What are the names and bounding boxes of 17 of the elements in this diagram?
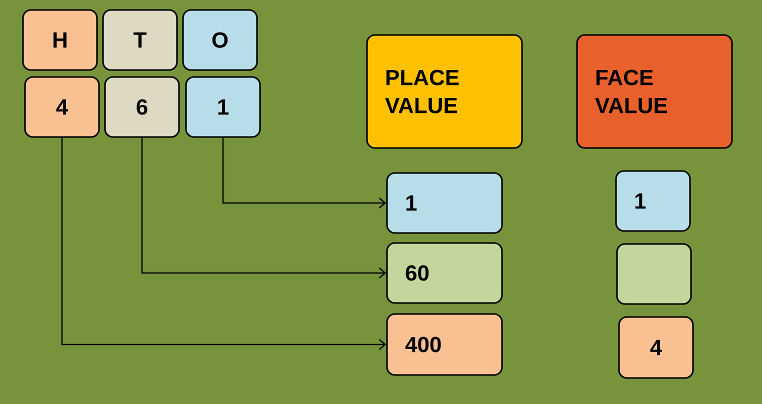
value-box: 400 xyxy=(386,313,503,376)
heading-box: FACE VALUE xyxy=(576,34,733,149)
value-box: 60 xyxy=(386,242,503,304)
connector-arrow xyxy=(61,138,386,350)
value-box: 4 xyxy=(618,316,694,379)
value-box: 1 xyxy=(386,172,503,234)
connector-arrow xyxy=(141,138,386,278)
connector-arrow xyxy=(222,138,386,208)
digit-box: 6 xyxy=(104,76,180,138)
heading-box: PLACE VALUE xyxy=(366,34,523,149)
value-box: 1 xyxy=(615,170,691,232)
column-header: T xyxy=(102,9,178,71)
column-header: O xyxy=(182,9,258,71)
column-header: H xyxy=(22,9,98,71)
value-box xyxy=(616,243,692,305)
digit-box: 1 xyxy=(185,76,261,138)
digit-box: 4 xyxy=(24,76,100,138)
